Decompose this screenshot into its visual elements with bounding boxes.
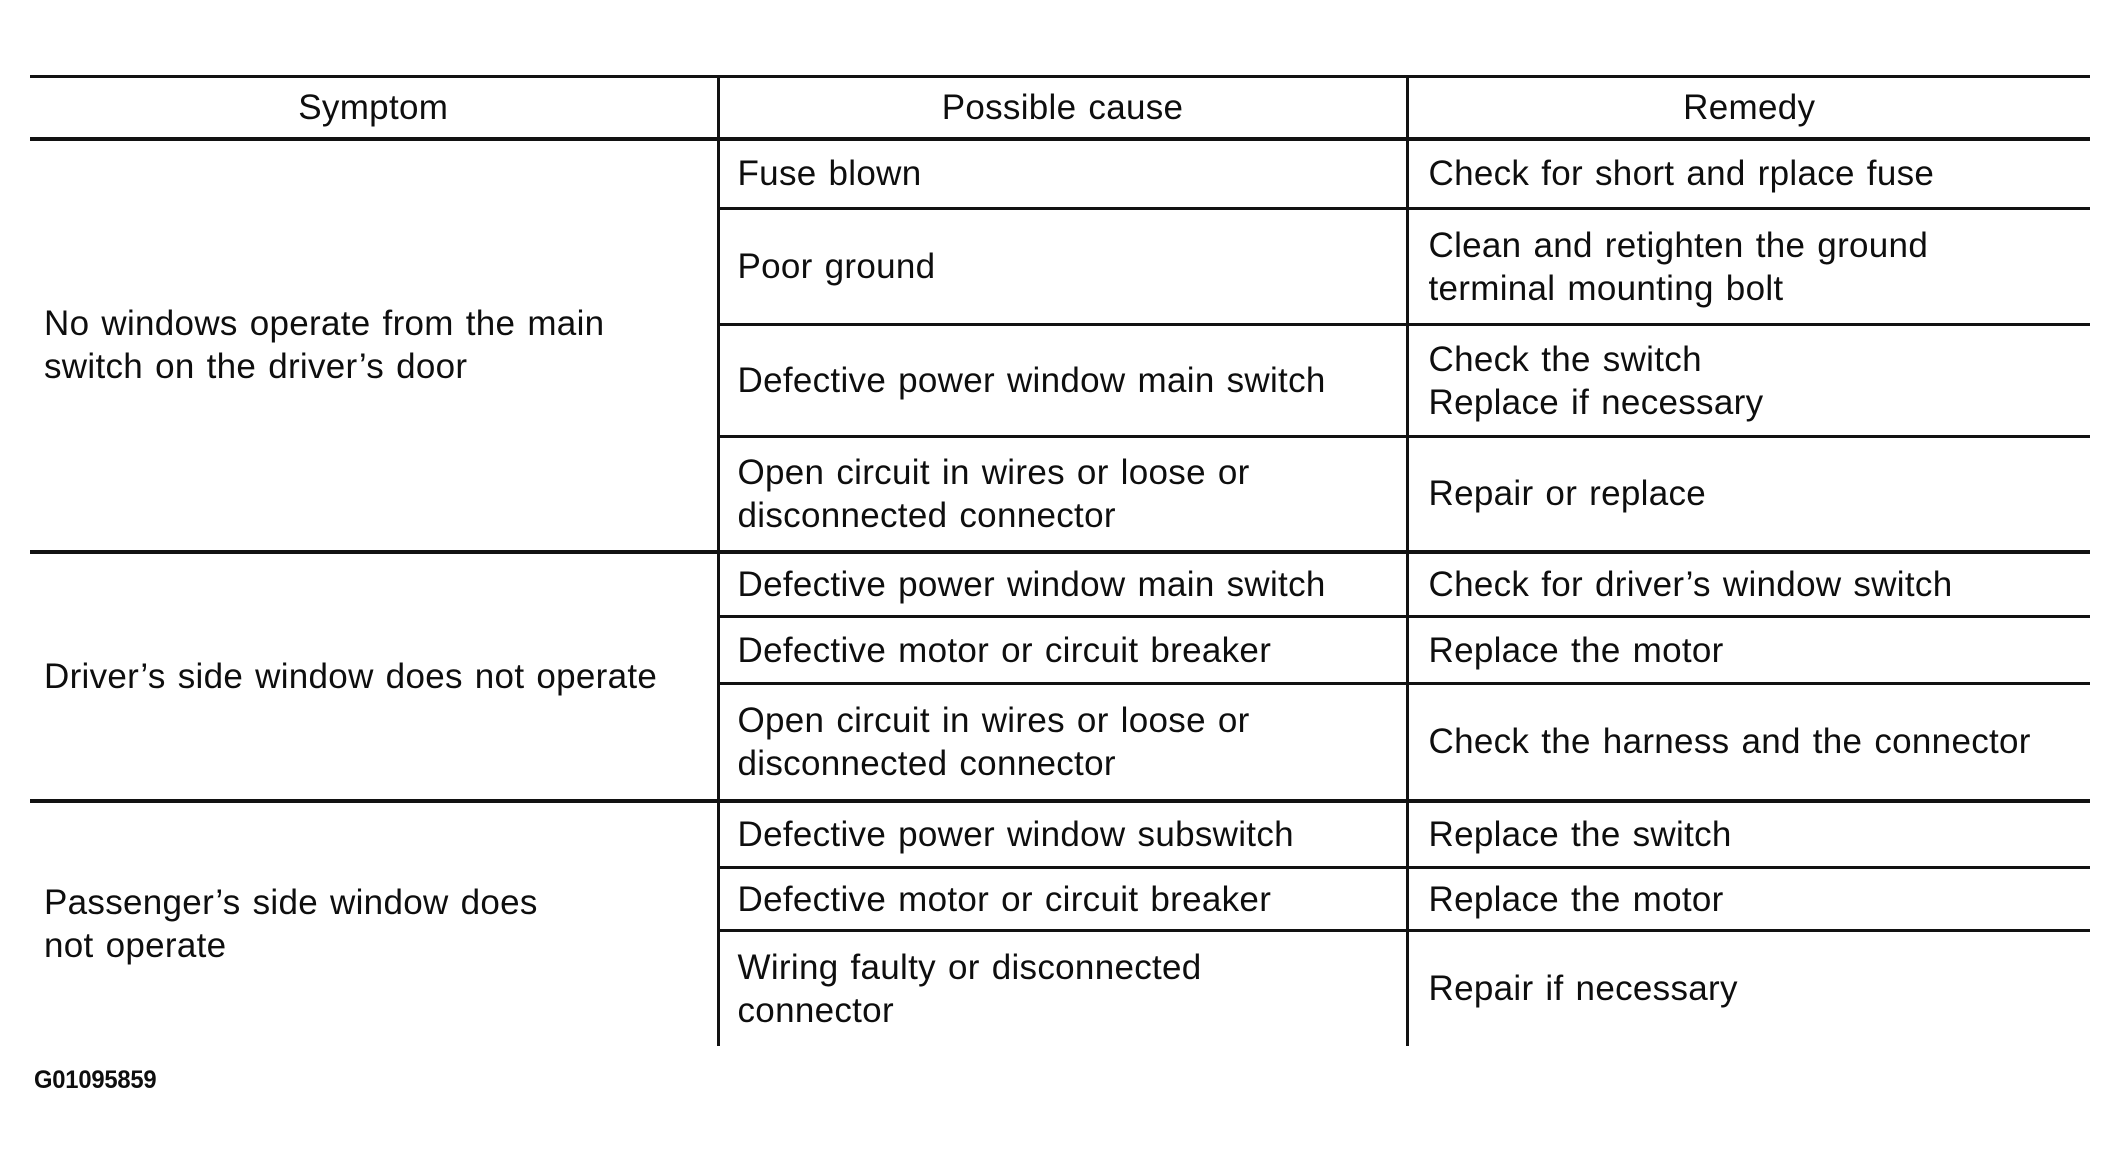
troubleshooting-table: Symptom Possible cause Remedy No windows… (30, 75, 2090, 1046)
possible-cause-cell: Defective power window main switch (716, 549, 1409, 617)
remedy-cell: Repair or replace (1407, 435, 2090, 552)
possible-cause-cell: Open circuit in wires or loose or discon… (716, 682, 1409, 801)
header-row: Symptom Possible cause Remedy (30, 75, 2090, 141)
possible-cause-cell: Open circuit in wires or loose or discon… (716, 435, 1409, 552)
symptom-cell: Passenger’s side window does not operate (30, 798, 718, 1046)
remedy-cell: Check the harness and the connector (1407, 682, 2090, 801)
symptom-cell: Driver’s side window does not operate (30, 549, 718, 801)
possible-cause-cell: Defective power window subswitch (716, 798, 1409, 868)
remedy-cell: Clean and retighten the ground terminal … (1407, 207, 2090, 325)
table-row: Passenger’s side window does not operate… (30, 798, 2090, 1046)
remedy-cell: Repair if necessary (1407, 929, 2090, 1046)
table-row: Open circuit in wires or loose or discon… (30, 435, 2090, 552)
remedy-cell: Replace the switch (1407, 798, 2090, 868)
table-row: Open circuit in wires or loose or discon… (30, 682, 2090, 801)
possible-cause-cell: Defective motor or circuit breaker (716, 866, 1409, 931)
column-header-possible-cause: Possible cause (716, 75, 1409, 141)
possible-cause-cell: Defective power window main switch (716, 323, 1409, 437)
possible-cause-cell: Fuse blown (716, 136, 1409, 209)
remedy-cell: Replace the motor (1407, 615, 2090, 684)
possible-cause-cell: Poor ground (716, 207, 1409, 325)
remedy-cell: Check for driver’s window switch (1407, 549, 2090, 617)
remedy-cell: Check for short and rplace fuse (1407, 136, 2090, 209)
figure-id: G01095859 (34, 1066, 157, 1094)
remedy-cell: Replace the motor (1407, 866, 2090, 931)
table-row: No windows operate from the main switch … (30, 136, 2090, 552)
possible-cause-cell: Wiring faulty or disconnected connector (716, 929, 1409, 1046)
table-body: No windows operate from the main switch … (30, 136, 2090, 1046)
column-header-remedy: Remedy (1407, 75, 2090, 141)
symptom-cell: No windows operate from the main switch … (30, 136, 718, 552)
possible-cause-cell: Defective motor or circuit breaker (716, 615, 1409, 684)
column-header-symptom: Symptom (30, 75, 718, 141)
remedy-cell: Check the switch Replace if necessary (1407, 323, 2090, 437)
